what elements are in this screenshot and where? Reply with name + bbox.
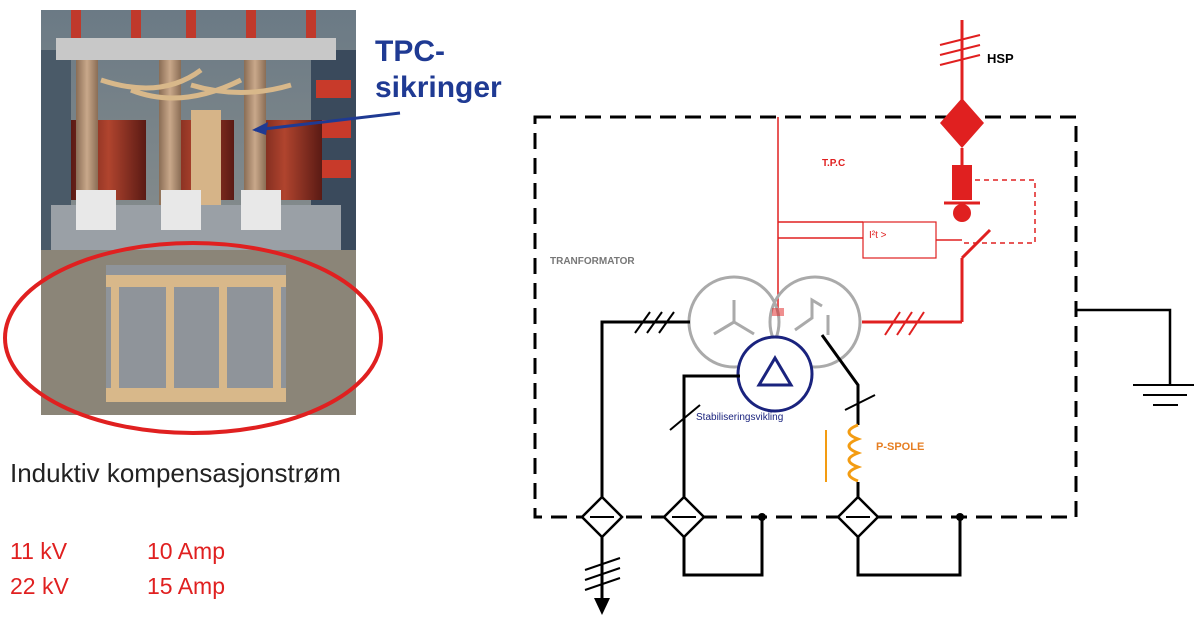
highlight-ellipse [3, 241, 383, 435]
ground-symbol [1133, 384, 1194, 406]
relay-label: I²t > [869, 230, 887, 241]
rating-voltage-2: 22 kV [10, 573, 69, 599]
rating-voltage-1: 11 kV [10, 538, 68, 564]
p-spole-coil [825, 423, 863, 483]
hsp-label: HSP [987, 51, 1014, 66]
red-diamond [940, 98, 984, 148]
ct-symbol-1 [580, 495, 624, 539]
callout-line-2: sikringer [375, 71, 502, 104]
stabilising-winding [736, 335, 814, 413]
ct-symbol-3 [836, 495, 880, 539]
transformator-label: TRANFORMATOR [550, 256, 635, 267]
stabilisering-label: Stabiliseringsvikling [696, 412, 783, 423]
pspole-label: P-SPOLE [876, 441, 924, 453]
caption: Induktiv kompensasjonstrøm [10, 458, 341, 488]
ct-symbol-2 [662, 495, 706, 539]
fuse-body [952, 165, 972, 200]
relay-box [862, 221, 937, 259]
rating-current-1: 10 Amp [147, 538, 225, 564]
secondary-winding [768, 275, 862, 369]
breaker-switch [960, 228, 992, 260]
rating-current-2: 15 Amp [147, 573, 225, 599]
callout-line-1: TPC- [375, 35, 445, 68]
tpc-callout: TPC- sikringer [375, 34, 502, 106]
transformer-box [533, 115, 1078, 519]
callout-arrow [254, 111, 401, 132]
tpc-label: T.P.C [822, 158, 845, 169]
transformer-photo [41, 10, 356, 415]
